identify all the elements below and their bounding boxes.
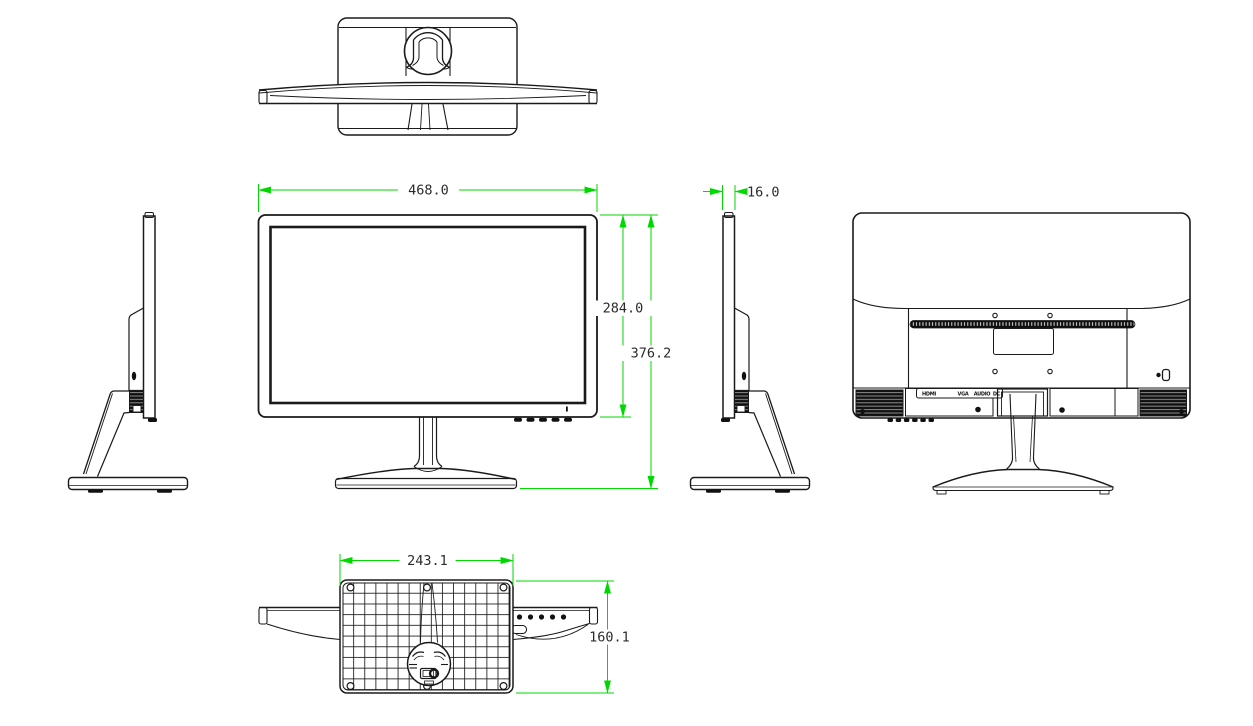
port-label-vga: VGA [958,392,969,398]
port-label-audio: AUDIO [974,392,991,398]
top-view-hinge-circle [403,26,453,76]
power-led-mark [566,406,568,412]
back-osd-buttons [887,418,934,422]
left-side-view [67,212,189,493]
side-stand-arm [82,390,130,477]
dim-base-width: 243.1 [407,553,448,569]
bottom-base-grid [339,579,514,694]
front-view [257,214,598,490]
dim-overall-height: 376.2 [631,346,672,362]
back-port-labels: HDMI VGA AUDIO DC [922,392,1001,398]
side-stand-base [67,476,189,493]
dim-panel-thickness: 16.0 [747,185,780,201]
dim-panel-height: 284.0 [603,301,644,317]
port-label-dc: DC [993,392,1001,398]
top-view-monitor-slab [258,81,598,105]
bottom-osd-buttons [516,614,567,620]
dim-base-depth: 160.1 [589,630,630,646]
back-port-strip [916,388,1003,399]
top-view-neck [407,103,449,131]
front-view-dimensions [257,184,658,490]
side-view-dimension [703,185,748,210]
back-label-plate [993,328,1054,355]
front-stand-base [334,467,518,490]
top-view-base-outline [337,17,518,136]
front-osd-buttons [514,406,572,422]
front-bezel [257,214,598,418]
back-outline [852,212,1191,419]
side-port-notch [131,371,137,381]
kensington-lock-icon [1156,368,1171,382]
front-stand-neck [413,417,443,472]
back-vent-strip [909,320,1136,329]
side-housing [128,307,144,392]
dim-front-width: 468.0 [408,183,449,199]
back-bottom-section [855,388,1187,417]
back-stand-neck [1006,393,1040,470]
back-stand-base [932,468,1114,495]
side-panel [142,215,156,419]
front-screen [269,225,587,405]
bottom-hinge-detail [406,641,452,687]
port-label-hdmi: HDMI [922,392,936,398]
top-view [258,17,598,136]
back-view [852,212,1191,495]
bottom-view [258,579,599,694]
right-side-view [689,211,811,494]
top-view-hinge-claw [406,32,450,70]
back-vent-right [1139,389,1187,417]
